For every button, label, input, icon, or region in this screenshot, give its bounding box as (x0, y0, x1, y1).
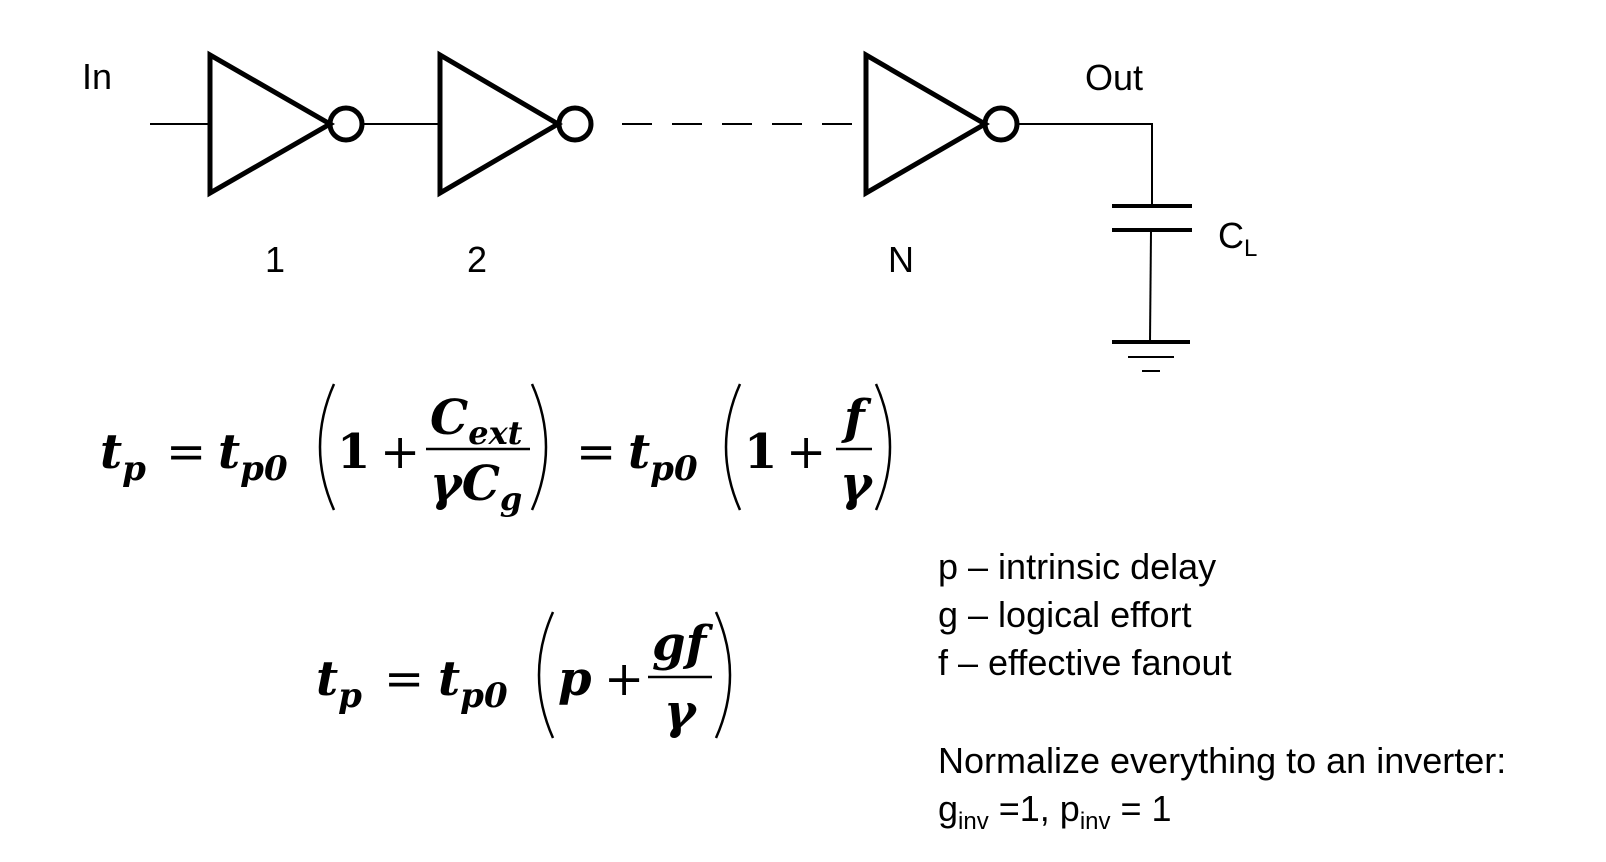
legend-p-line: p – intrinsic delay (938, 546, 1217, 587)
inverter-n-label: N (888, 239, 914, 280)
svg-text:=: = (384, 651, 424, 707)
inverter-1 (207, 50, 365, 198)
output-wire (1017, 123, 1153, 205)
svg-text:Cext: Cext (430, 390, 523, 452)
equation-1: tp = tp0 1 + Cext γCg = tp0 1 + f γ (100, 383, 892, 518)
svg-text:tp0: tp0 (218, 424, 288, 489)
svg-text:=: = (576, 424, 616, 480)
svg-text:γ: γ (840, 456, 874, 512)
svg-text:1: 1 (744, 424, 777, 480)
svg-text:tp0: tp0 (628, 424, 698, 489)
equation-2: tp = tp0 p + gf γ (316, 611, 732, 740)
g-inv-value: =1, (988, 788, 1060, 829)
output-label: Out (1085, 57, 1143, 98)
svg-text:1: 1 (337, 424, 370, 480)
normalize-values: ginv =1, pinv = 1 (938, 791, 1172, 834)
svg-text:=: = (166, 424, 206, 480)
p-inv-subscript: inv (1079, 808, 1111, 835)
svg-text:tp: tp (316, 651, 362, 716)
g-inv-symbol: g (938, 788, 959, 829)
inverter-2-label: 2 (467, 239, 487, 280)
svg-text:+: + (786, 424, 826, 480)
svg-text:γ: γ (664, 684, 698, 740)
legend-g-line: g – logical effort (938, 594, 1192, 635)
svg-text:tp0: tp0 (438, 651, 508, 716)
input-label: In (82, 56, 112, 97)
p-inv-symbol: p (1059, 788, 1080, 829)
svg-text:+: + (604, 651, 644, 707)
inverter-1-label: 1 (265, 239, 285, 280)
svg-text:γCg: γCg (430, 456, 522, 518)
load-cap-label: CL (1218, 215, 1257, 262)
legend-f-line: f – effective fanout (938, 642, 1232, 683)
g-inv-subscript: inv (958, 808, 989, 835)
svg-text:f: f (841, 390, 872, 446)
svg-text:gf: gf (652, 616, 714, 672)
svg-text:p: p (558, 651, 592, 707)
load-capacitor (1112, 204, 1192, 343)
svg-text:tp: tp (100, 424, 146, 489)
svg-text:+: + (380, 424, 420, 480)
inverter-n (863, 50, 1020, 198)
ground-symbol (1112, 340, 1190, 372)
p-inv-value: = 1 (1110, 788, 1172, 829)
normalize-heading: Normalize everything to an inverter: (938, 740, 1507, 781)
inverter-2 (437, 50, 594, 198)
